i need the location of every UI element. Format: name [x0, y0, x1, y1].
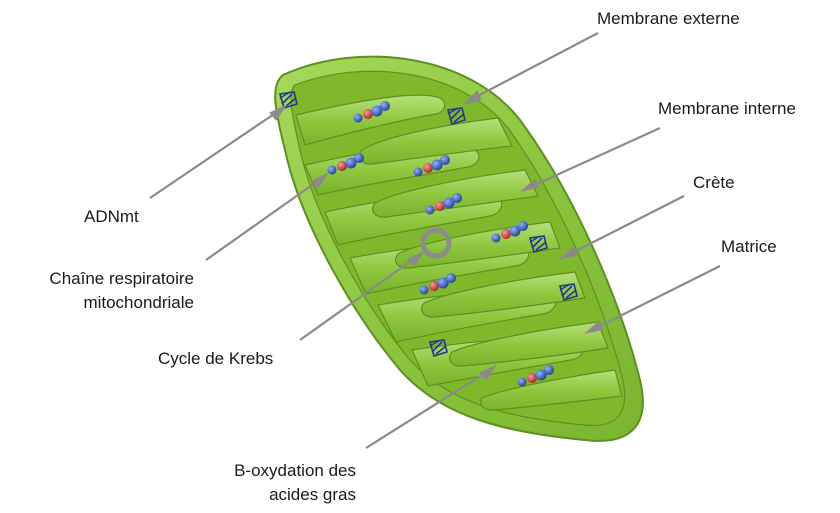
label-chaine-line1: Chaîne respiratoire — [8, 268, 194, 290]
pointer-adnmt — [150, 107, 284, 198]
label-crete: Crète — [693, 172, 735, 194]
pointer-membrane-externe — [466, 33, 598, 103]
label-boxydation-line1: B-oxydation des — [200, 460, 356, 482]
label-chaine-line2: mitochondriale — [8, 292, 194, 314]
label-adnmt: ADNmt — [84, 206, 139, 228]
label-matrice: Matrice — [721, 236, 777, 258]
label-membrane-externe: Membrane externe — [597, 8, 740, 30]
label-membrane-interne: Membrane interne — [658, 98, 796, 120]
label-boxydation-line2: acides gras — [200, 484, 356, 506]
label-cycle-krebs: Cycle de Krebs — [158, 348, 273, 370]
